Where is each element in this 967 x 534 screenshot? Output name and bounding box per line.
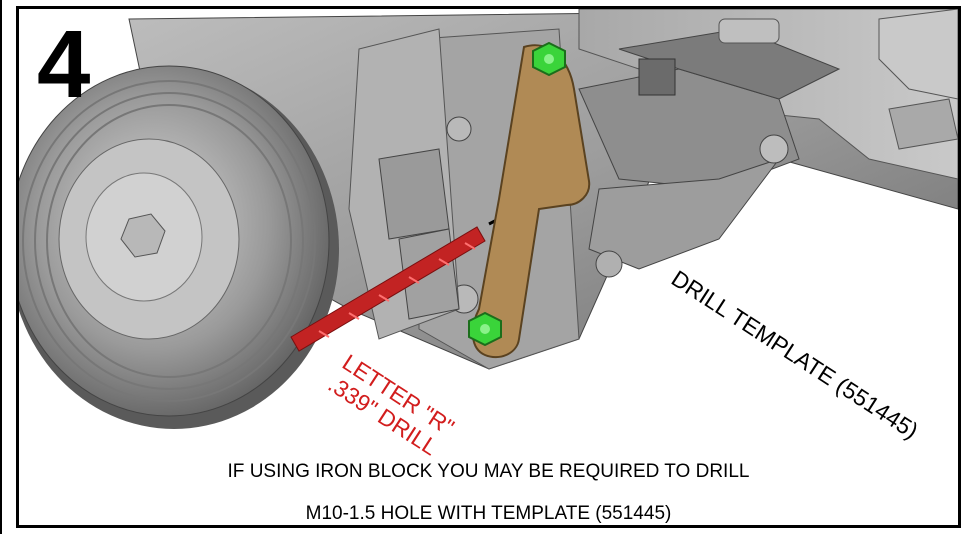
crank-pulley [19, 65, 339, 429]
step-number: 4 [37, 11, 90, 118]
bolt-icon [532, 41, 566, 77]
engine-illustration [19, 9, 958, 429]
instruction-note-line-2: M10-1.5 HOLE WITH TEMPLATE (551445) [305, 503, 672, 524]
instruction-note-line-1: IF USING IRON BLOCK YOU MAY BE REQUIRED … [227, 461, 750, 482]
left-border-line [0, 0, 2, 534]
bolt-icon [468, 311, 502, 347]
step-frame: 4 LETTER "R" .339" DRILL DRILL TEMPLATE … [16, 6, 961, 528]
